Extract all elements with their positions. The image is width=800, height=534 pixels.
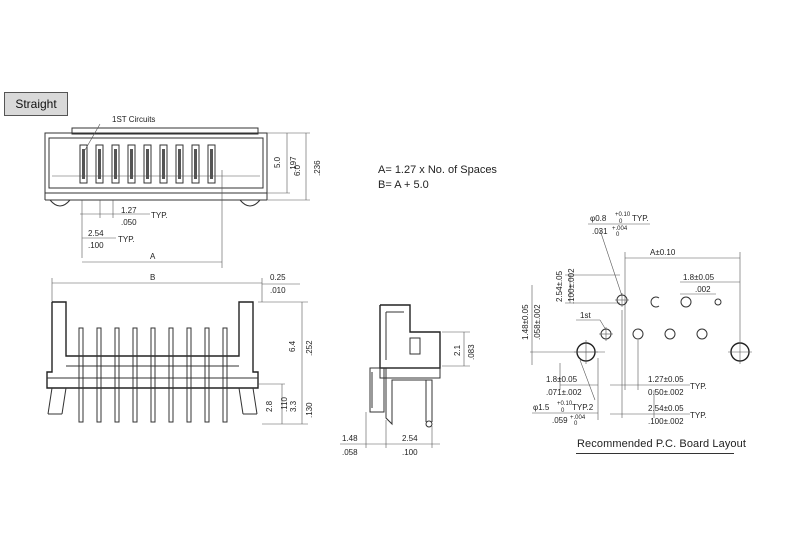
pcb-holes [574,293,752,364]
section-tag-straight: Straight [4,92,68,116]
formula-b: B= A + 5.0 [378,179,429,191]
side-h-mm: 2.1 [453,344,462,356]
gap-in: .010 [270,286,286,295]
formula-a: A= 1.27 x No. of Spaces [378,164,497,176]
pcb-layout: φ0.8 +0.10 0 TYP. .031 +.004 0 A±0.10 1.… [521,212,752,427]
label-b: B [150,273,155,282]
pcb-off-v-mm: 1.48±0.05 [521,304,530,340]
pcb-x3-in: .100±.002 [648,417,684,426]
height-mm: 6.4 [288,340,297,352]
pcb-x1-in: .071±.002 [546,388,582,397]
h1-mm: 5.0 [273,156,282,168]
first-circuits-label: 1ST Circuits [112,115,155,124]
pin-in: .110 [280,396,289,412]
hole-large-in: .059 [552,416,568,425]
pcb-pitch-mm: 1.8±0.05 [683,273,715,282]
pcb-x2-in: 0.50±.002 [648,388,684,397]
pcb-a-tol: A±0.10 [650,248,676,257]
pitch-typ: TYP. [151,211,168,220]
pin-mm: 2.8 [265,400,274,412]
height-in: .252 [305,340,314,356]
hole-small-in: .031 [592,227,608,236]
pcb-layout-caption: Recommended P.C. Board Layout [577,438,747,450]
span-mm: 2.54 [88,229,104,238]
top-view-pins [79,144,216,184]
side-w2-mm: 2.54 [402,434,418,443]
pcb-row-v-mm: 2.54±.05 [555,270,564,302]
side-view: 2.1 .083 1.48 .058 2.54 .100 [340,304,476,457]
span-typ: TYP. [118,235,135,244]
side-w2-in: .100 [402,448,418,457]
pcb-x3-mm: 2.54±0.05 [648,404,684,413]
hole-large-tol2: 0 [561,408,565,414]
hole-large-typ: TYP.2 [572,403,594,412]
hole-small-typ: TYP. [632,214,649,223]
pcb-first-label: 1st [580,311,591,320]
side-w1-mm: 1.48 [342,434,358,443]
h1-in: .197 [289,156,298,172]
pcb-x2-typ: TYP. [690,382,707,391]
hole-small-tol: +0.10 [615,212,631,218]
tail-mm: 3.3 [289,400,298,412]
pcb-off-v-in: .058±.002 [533,304,542,340]
pitch-mm: 1.27 [121,206,137,215]
hole-small-dia: φ0.8 [590,214,607,223]
caption-underline [576,453,734,454]
gap-mm: 0.25 [270,273,286,282]
front-view: B 0.25 .010 6.4 .252 2.8 .1 [46,273,314,425]
hole-small-in-tol2: 0 [616,232,620,238]
pcb-x2-mm: 1.27±0.05 [648,375,684,384]
pcb-x1-mm: 1.8±0.05 [546,375,578,384]
top-view: 1ST Circuits 1.27 .050 TYP. 2.54 .100 TY… [44,115,322,268]
front-view-pins [78,327,228,423]
label-a: A [150,252,156,261]
hole-small-in-tol: +.004 [612,226,628,232]
side-w1-in: .058 [342,448,358,457]
hole-large-tol: +0.10 [557,401,573,407]
h2-in: .236 [313,160,322,176]
hole-large-in-tol: +.004 [570,415,586,421]
hole-small-tol2: 0 [619,219,623,225]
pitch-in: .050 [121,218,137,227]
pcb-pitch-in: .002 [695,285,711,294]
tail-in: .130 [305,402,314,418]
hole-large-in-tol2: 0 [574,421,578,427]
side-h-in: .083 [467,344,476,360]
hole-large-dia: φ1.5 [533,403,550,412]
span-in: .100 [88,241,104,250]
pcb-x3-typ: TYP. [690,411,707,420]
h2-mm: 6.0 [293,164,302,176]
pcb-row-v-in: .100±.002 [567,268,576,304]
